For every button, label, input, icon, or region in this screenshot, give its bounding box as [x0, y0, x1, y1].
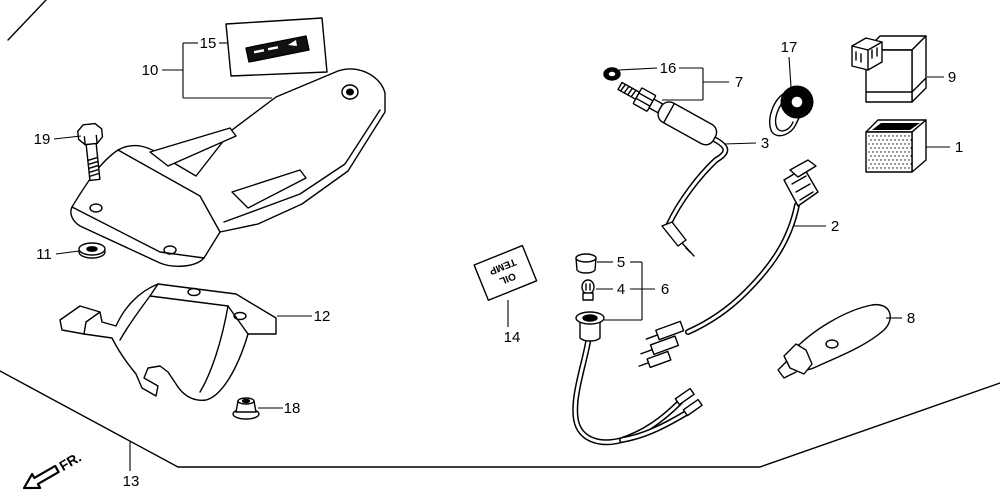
part-12-lower-bracket: [59, 283, 277, 401]
callout-11: 11: [36, 246, 52, 263]
callout-14: 14: [504, 329, 521, 346]
callout-3: 3: [761, 135, 769, 152]
part-3-sensor-lead: [661, 135, 729, 257]
callout-6: 6: [661, 281, 669, 298]
part-14-oil-temp-label: OIL TEMP: [473, 244, 538, 301]
callout-16: 16: [660, 60, 677, 77]
leader-lines: [53, 42, 950, 471]
callout-15: 15: [200, 35, 217, 52]
callout-12: 12: [314, 308, 331, 325]
callout-18: 18: [284, 400, 301, 417]
callout-9: 9: [948, 69, 956, 86]
callout-19: 19: [34, 131, 51, 148]
callout-1: 1: [955, 139, 963, 156]
part-18-flange-nut: [232, 397, 260, 420]
part-7-temperature-sensor: [617, 81, 718, 146]
leader-line-17: [788, 56, 792, 88]
leader-line-3: [723, 142, 757, 145]
callout-2: 2: [831, 218, 839, 235]
part-1-rubber-mount: [865, 119, 927, 173]
bracket-hole: [187, 287, 201, 297]
bracket-hole: [233, 311, 247, 321]
part-15-warning-label: [225, 17, 328, 77]
callout-8: 8: [907, 310, 915, 327]
bracket-hole: [89, 203, 103, 213]
part-2-end-connectors: [638, 320, 685, 369]
part-16-sealing-washer: [603, 67, 621, 81]
bracket-hole: [341, 84, 359, 100]
callout-7: 7: [735, 74, 743, 91]
callout-17: 17: [781, 39, 798, 56]
part-5-socket-cap: [575, 253, 597, 274]
part-9-control-unit: [851, 35, 927, 103]
part-19-bolt: [77, 122, 104, 182]
leader-line-16: [618, 67, 658, 71]
part-4-bulb: [581, 279, 595, 301]
callout-5: 5: [617, 254, 625, 271]
callout-numbers: 15 10 19 11 12 18 13 16 7 17 9 3 1 2 5 4…: [34, 35, 964, 490]
fr-arrow-icon: [22, 464, 60, 490]
part-6-bulb-socket: [572, 311, 703, 446]
callout-4: 4: [617, 281, 625, 298]
bracket-hole: [163, 245, 177, 255]
diagram-frame: [0, 0, 1000, 468]
fr-direction-label: FR.: [56, 449, 84, 474]
part-2-wire-harness: [638, 159, 819, 369]
part-8-mounting-plate: [777, 304, 891, 379]
leader-line-11: [55, 250, 80, 255]
leader-line-19: [53, 135, 82, 140]
part-9-connector: [851, 37, 883, 71]
part-10-seat-bracket: [70, 68, 386, 267]
part-17-wire-clip: [768, 85, 814, 137]
part-11-washer: [78, 242, 106, 259]
front-direction-indicator: FR.: [22, 449, 84, 490]
callout-13: 13: [123, 473, 140, 490]
callout-10: 10: [142, 62, 159, 79]
part-1-texture: [868, 135, 912, 169]
